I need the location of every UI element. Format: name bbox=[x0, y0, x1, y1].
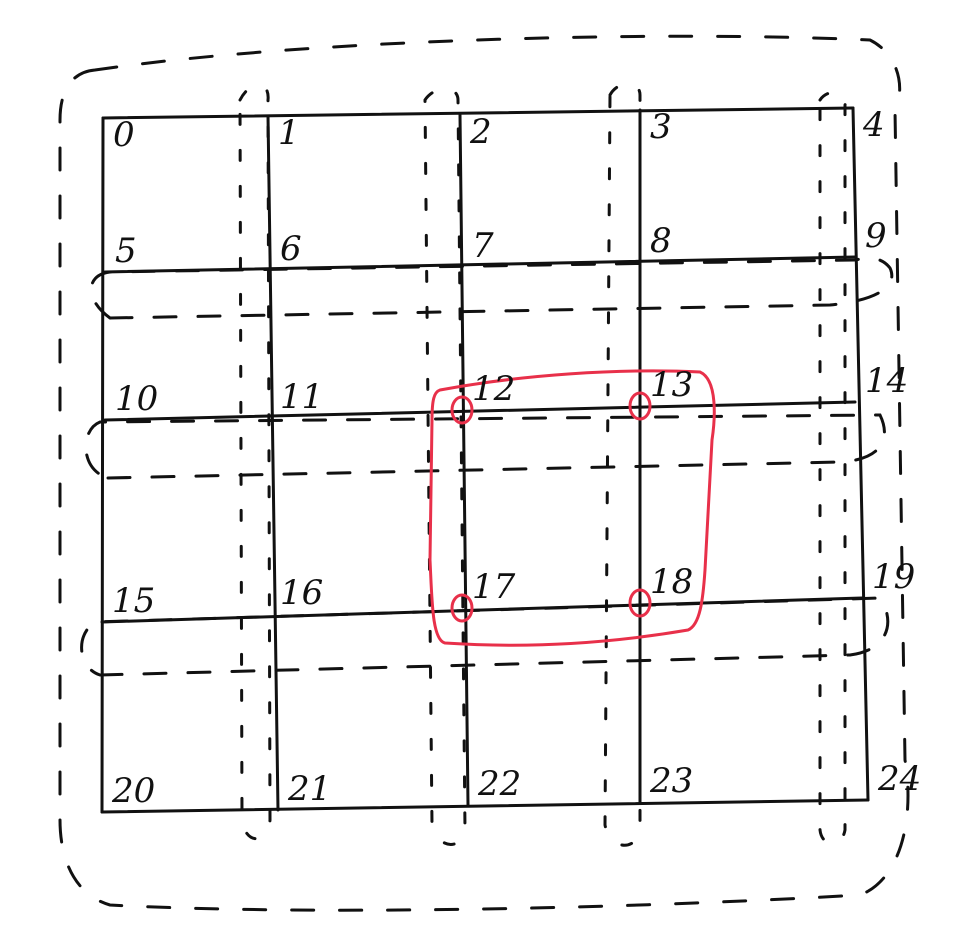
node-label: 2 bbox=[469, 112, 492, 152]
grid-line bbox=[266, 114, 280, 812]
node-label: 15 bbox=[112, 581, 155, 621]
grid-lines bbox=[100, 106, 870, 814]
outer-boundary bbox=[58, 34, 910, 912]
node-label: 6 bbox=[280, 229, 302, 269]
column-region bbox=[818, 90, 847, 845]
node-label: 22 bbox=[477, 764, 521, 804]
highlighted-node-marker bbox=[628, 588, 652, 618]
grid-line bbox=[851, 106, 870, 802]
row-region bbox=[84, 413, 886, 480]
grid-line bbox=[101, 106, 855, 120]
node-label: 12 bbox=[472, 369, 515, 409]
highlighted-node-marker bbox=[628, 391, 652, 421]
node-label: 13 bbox=[650, 365, 693, 405]
node-label: 4 bbox=[862, 105, 885, 145]
node-label: 20 bbox=[111, 771, 155, 811]
node-label: 23 bbox=[649, 761, 693, 801]
grid-line bbox=[103, 255, 857, 274]
highlight-nodes bbox=[450, 391, 652, 623]
node-label: 19 bbox=[872, 557, 915, 597]
node-label: 0 bbox=[113, 115, 135, 155]
node-label: 18 bbox=[650, 562, 693, 602]
node-label: 21 bbox=[287, 769, 331, 809]
node-label: 1 bbox=[278, 113, 300, 153]
grid-line bbox=[103, 400, 857, 422]
node-label: 7 bbox=[472, 226, 494, 266]
row-region-group bbox=[80, 256, 894, 677]
node-label: 17 bbox=[472, 567, 516, 607]
node-label: 8 bbox=[650, 221, 672, 261]
node-label: 10 bbox=[115, 379, 158, 419]
row-region bbox=[89, 256, 894, 320]
node-label: 3 bbox=[650, 107, 672, 147]
node-label: 16 bbox=[280, 573, 323, 613]
node-label: 24 bbox=[877, 759, 921, 799]
highlight-region bbox=[428, 369, 716, 647]
grid-line bbox=[100, 798, 870, 814]
highlighted-node-marker bbox=[450, 593, 474, 623]
node-label: 11 bbox=[280, 377, 323, 417]
column-region-group bbox=[238, 82, 847, 847]
node-label: 9 bbox=[865, 216, 887, 256]
grid-line bbox=[100, 596, 864, 624]
grid-line bbox=[100, 116, 105, 814]
column-region bbox=[603, 82, 642, 847]
node-label: 14 bbox=[865, 361, 908, 401]
node-label: 5 bbox=[115, 231, 137, 271]
highlighted-node-marker bbox=[450, 395, 474, 425]
column-region bbox=[238, 83, 272, 841]
grid-line bbox=[458, 113, 470, 807]
